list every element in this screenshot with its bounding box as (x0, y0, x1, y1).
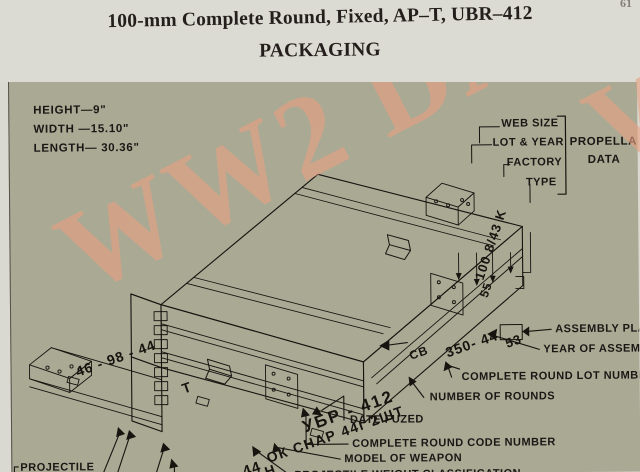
callout-assembly-plant: ASSEMBLY PLANT (555, 322, 640, 336)
callout-year-of-assembly: YEAR OF ASSEMBLY (543, 342, 640, 356)
callout-model-of-weapon: MODEL OF WEAPON (344, 452, 463, 466)
dimension-height: HEIGHT—9" (33, 104, 107, 117)
callout-projectile: PROJECTILE (20, 461, 95, 472)
callout-complete-round-code-number: COMPLETE ROUND CODE NUMBER (352, 436, 556, 451)
propellant-item-factory: FACTORY (506, 156, 563, 169)
dimension-length: LENGTH— 30.36" (33, 141, 140, 155)
callout-number-of-rounds: NUMBER OF ROUNDS (429, 390, 556, 404)
page-title-line1: 100-mm Complete Round, Fixed, AP–T, UBR–… (107, 2, 533, 33)
page-number: 61 (620, 0, 632, 10)
crate-isometric-drawing (13, 115, 567, 472)
page-header: 100-mm Complete Round, Fixed, AP–T, UBR–… (0, 0, 640, 82)
propellant-item-type: TYPE (525, 176, 557, 189)
page-title-line2: PACKAGING (259, 39, 381, 62)
propellant-item-web-size: WEB SIZE (501, 117, 559, 130)
drawing-plate: WW2 DATA (8, 74, 640, 472)
dimension-width: WIDTH —15.10" (33, 122, 130, 136)
propellant-item-lot-year: LOT & YEAR (492, 136, 565, 149)
callout-complete-round-lot-number: COMPLETE ROUND LOT NUMBER (461, 369, 640, 384)
